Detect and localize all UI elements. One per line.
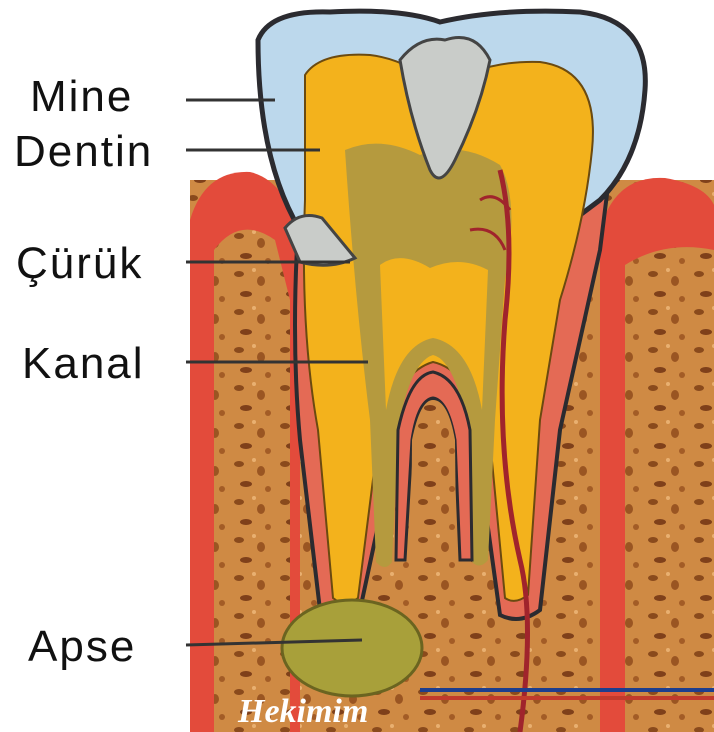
- label-enamel: Mine: [30, 75, 133, 119]
- label-abscess: Apse: [28, 625, 136, 669]
- watermark: Hekimim: [238, 695, 368, 729]
- abscess: [282, 600, 422, 696]
- label-dentin: Dentin: [14, 130, 153, 174]
- label-canal: Kanal: [22, 342, 145, 386]
- label-caries: Çürük: [16, 242, 143, 286]
